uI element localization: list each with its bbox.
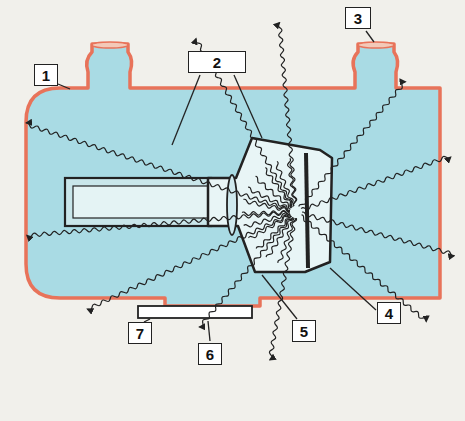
callout-number: 3 [345,7,371,29]
x-rays [26,23,454,360]
callout-number: 2 [188,51,246,73]
x-ray [88,215,292,309]
neck-opening [92,42,128,48]
x-ray [301,156,450,209]
housing-outline [26,44,440,306]
callout-number: 6 [198,343,222,365]
cathode-arm-inner [73,186,209,218]
x-ray [302,215,427,321]
x-ray [244,214,291,227]
leader-line [234,75,262,138]
anode-target [306,153,308,268]
leader-line [330,268,376,310]
x-ray [276,161,293,207]
neck-opening [358,42,394,48]
x-ray [299,82,405,207]
leader-line [172,75,200,145]
leader-lines [58,31,376,341]
leader-line [58,84,70,89]
callout-number: 5 [292,320,316,342]
leader-line [262,275,297,319]
filament [227,175,237,235]
leader-line [208,321,210,341]
window-plate [138,306,252,318]
callout-number: 7 [128,322,152,344]
leader-line [366,31,374,42]
x-ray [278,218,296,263]
callout-number: 4 [377,302,401,324]
cathode-arm [65,178,211,226]
callout-number: 1 [34,64,58,86]
